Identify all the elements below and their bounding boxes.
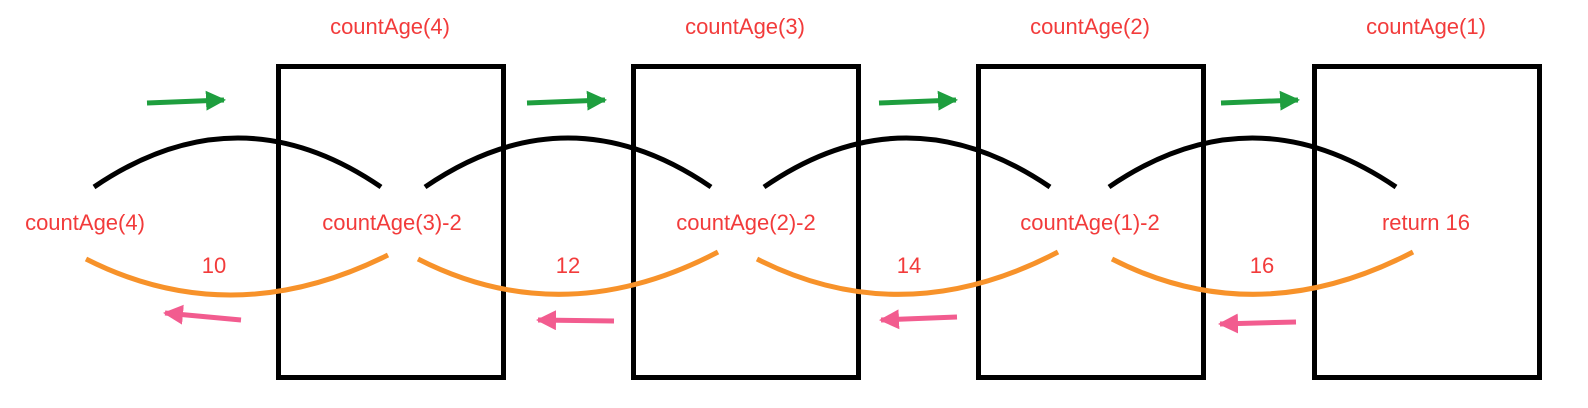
green-right-arrow-icon [1220, 90, 1300, 111]
stack-frame-box-1 [276, 64, 506, 380]
return-value-1: 10 [201, 253, 227, 278]
call-arc-1 [92, 135, 383, 190]
return-value-2: 12 [555, 253, 581, 278]
return-arc-3 [755, 249, 1060, 297]
return-arc-2 [416, 249, 720, 297]
call-arc-3 [762, 135, 1052, 190]
return-value-4: 16 [1249, 253, 1275, 278]
return-arc-4 [1110, 249, 1415, 297]
green-right-arrow-icon [878, 90, 958, 111]
frame-header-1: countAge(4) [330, 14, 450, 39]
call-arc-4 [1107, 135, 1398, 190]
stack-frame-box-3 [976, 64, 1206, 380]
stack-frame-box-4 [1312, 64, 1542, 380]
pink-left-arrow-icon [1218, 313, 1297, 334]
frame-header-4: countAge(1) [1366, 14, 1486, 39]
frame-body-1: countAge(3)-2 [322, 210, 462, 235]
frame-header-3: countAge(2) [1030, 14, 1150, 39]
stack-frame-box-2 [631, 64, 861, 380]
frame-body-2: countAge(2)-2 [676, 210, 816, 235]
green-right-arrow-icon [146, 90, 226, 111]
green-right-arrow-icon [526, 90, 607, 111]
caller-label: countAge(4) [25, 210, 145, 235]
return-value-3: 14 [896, 253, 922, 278]
frame-body-3: countAge(1)-2 [1020, 210, 1160, 235]
pink-left-arrow-icon [536, 310, 615, 331]
frame-header-2: countAge(3) [685, 14, 805, 39]
pink-left-arrow-icon [163, 304, 242, 325]
pink-left-arrow-icon [879, 309, 958, 330]
call-arc-2 [423, 135, 713, 190]
return-arc-1 [84, 252, 390, 298]
frame-body-4: return 16 [1381, 210, 1471, 235]
